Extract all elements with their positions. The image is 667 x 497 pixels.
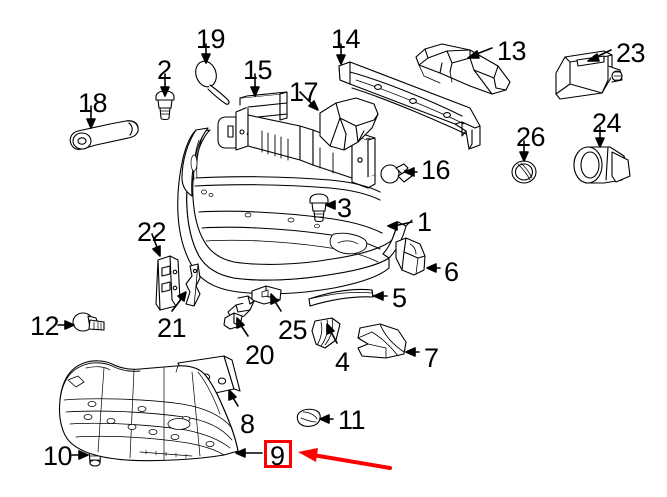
callout-label-4[interactable]: 4 <box>335 347 350 377</box>
part-cover-bolt-shape <box>309 193 329 223</box>
callout-label-7[interactable]: 7 <box>424 343 439 373</box>
callout-label-15[interactable]: 15 <box>243 55 273 85</box>
part-impact-bar-shape <box>338 61 481 150</box>
highlight-pointer-arrow <box>298 448 392 470</box>
part-tow-cover-cap-shape <box>195 60 230 105</box>
part-side-bracket-left-shape <box>155 255 181 311</box>
callout-label-3[interactable]: 3 <box>337 193 352 223</box>
callout-label-14[interactable]: 14 <box>331 24 361 54</box>
part-control-module-shape <box>555 50 623 100</box>
part-parking-sensor-shape <box>573 146 631 184</box>
callout-label-24[interactable]: 24 <box>592 108 622 138</box>
part-retainer-clip-small-shape <box>296 408 321 427</box>
callout-label-10[interactable]: 10 <box>43 441 73 471</box>
callout-label-25[interactable]: 25 <box>278 315 308 345</box>
callout-label-19[interactable]: 19 <box>196 24 226 54</box>
callout-label-12[interactable]: 12 <box>30 311 60 341</box>
callout-label-16[interactable]: 16 <box>421 155 451 185</box>
callout-label-20[interactable]: 20 <box>245 340 275 370</box>
part-shield-bolt-shape <box>72 312 105 332</box>
callout-label-9-highlighted[interactable]: 9 <box>264 440 292 470</box>
callout-label-18[interactable]: 18 <box>78 88 108 118</box>
part-energy-absorber-shape <box>415 43 511 95</box>
callout-label-17[interactable]: 17 <box>289 77 319 107</box>
callout-label-1[interactable]: 1 <box>417 207 432 237</box>
part-impact-bar-bracket-shape <box>319 97 379 151</box>
callout-label-13[interactable]: 13 <box>497 36 527 66</box>
callout-label-11[interactable]: 11 <box>338 405 366 435</box>
callout-label-5[interactable]: 5 <box>392 283 407 313</box>
callout-label-2[interactable]: 2 <box>157 55 172 85</box>
leader-arrows <box>57 43 612 460</box>
part-bumper-cover-shape <box>177 127 413 295</box>
part-reinforcement-beam-shape <box>217 91 376 189</box>
callout-label-22[interactable]: 22 <box>137 217 167 247</box>
callout-label-23[interactable]: 23 <box>616 38 646 68</box>
part-deflector-right-shape <box>357 323 407 359</box>
callout-label-26[interactable]: 26 <box>516 122 546 152</box>
callout-label-6[interactable]: 6 <box>444 257 459 287</box>
part-tow-hook-eye-shape <box>69 120 139 150</box>
part-side-support-bracket-shape <box>185 263 201 307</box>
callout-label-21[interactable]: 21 <box>157 313 187 343</box>
part-deflector-left-shape <box>311 317 341 349</box>
part-molding-strip-shape <box>308 288 374 307</box>
part-end-cap-shape <box>395 237 426 276</box>
part-splash-shield-shape <box>58 360 239 462</box>
callout-label-8[interactable]: 8 <box>240 409 255 439</box>
part-sensor-bracket-shape <box>223 295 255 330</box>
part-grommet-ring-shape <box>511 160 537 184</box>
